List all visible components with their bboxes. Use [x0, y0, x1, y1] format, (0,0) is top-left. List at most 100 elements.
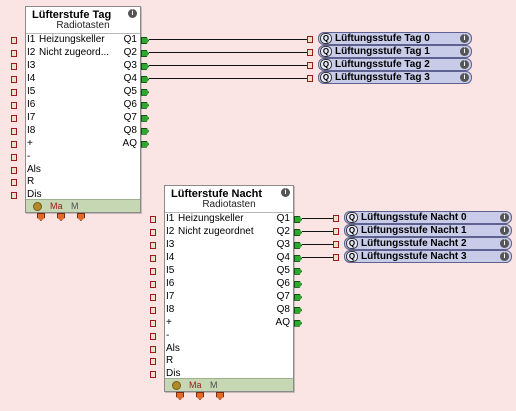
input-pin-I2[interactable] [11, 49, 17, 57]
object-input-pin[interactable] [307, 74, 313, 82]
input-pin-I4[interactable] [150, 254, 156, 262]
input-label-I6: I6 [166, 277, 175, 289]
output-label-Q4: Q4 [123, 72, 137, 84]
output-pin-Q1[interactable] [294, 216, 302, 223]
bottom-pin[interactable] [216, 392, 224, 400]
input-pin-I4[interactable] [11, 75, 17, 83]
input-pin-Als[interactable] [11, 166, 17, 174]
info-icon[interactable]: i [281, 188, 290, 197]
object-input-pin[interactable] [333, 215, 339, 222]
output-pin-Q2[interactable] [294, 228, 302, 236]
input-pin-I1[interactable] [150, 216, 156, 223]
input-label-I1: I1 [27, 34, 36, 45]
output-pin-Q6[interactable] [294, 280, 302, 288]
input-pin-I8[interactable] [150, 306, 156, 314]
output-pin-Q4[interactable] [294, 254, 302, 262]
info-icon[interactable]: i [460, 72, 469, 82]
bottom-pin[interactable] [196, 392, 204, 400]
output-pin-Q3[interactable] [294, 241, 302, 249]
info-icon[interactable]: i [500, 225, 509, 235]
output-pin-Q7[interactable] [294, 293, 302, 301]
block-subtitle: Radiotasten [56, 20, 110, 31]
input-pin--[interactable] [11, 153, 17, 161]
input-pin-I2[interactable] [150, 228, 156, 236]
input-pin-+[interactable] [11, 140, 17, 148]
bottom-pin[interactable] [57, 213, 65, 221]
output-pin-Q8[interactable] [141, 127, 149, 135]
output-pin-Q5[interactable] [141, 88, 149, 96]
info-icon[interactable]: i [460, 46, 469, 56]
info-icon[interactable]: i [460, 59, 469, 69]
object-input-pin[interactable] [333, 227, 339, 235]
object-input-pin[interactable] [307, 36, 313, 43]
input-pin-I7[interactable] [150, 293, 156, 301]
input-label-R: R [166, 355, 174, 367]
input-pin-+[interactable] [150, 319, 156, 327]
parameter-icon[interactable] [33, 202, 42, 211]
q-object-icon: Q [320, 33, 332, 44]
output-label-Q8: Q8 [276, 303, 290, 315]
info-icon[interactable]: i [500, 213, 509, 222]
output-pin-Q1[interactable] [141, 37, 149, 44]
input-pin-R[interactable] [11, 179, 17, 187]
info-icon[interactable]: i [500, 251, 509, 261]
output-label-Q1: Q1 [276, 213, 290, 224]
input-label-Dis: Dis [166, 368, 181, 380]
output-label-Q7: Q7 [123, 111, 137, 123]
q-object-icon: Q [346, 237, 358, 249]
input-pin-Dis[interactable] [11, 192, 17, 200]
input-label-I1: I1 [166, 213, 175, 224]
info-icon[interactable]: i [460, 34, 469, 43]
output-pin-AQ[interactable] [141, 140, 149, 148]
input-pin-I6[interactable] [150, 280, 156, 288]
input-pin-I3[interactable] [150, 241, 156, 249]
bottom-pin[interactable] [176, 392, 184, 400]
input-pin-I6[interactable] [11, 101, 17, 109]
parameter-icon[interactable] [172, 381, 181, 390]
input-pin-I5[interactable] [11, 88, 17, 96]
object-input-pin[interactable] [307, 48, 313, 56]
input-pin-I8[interactable] [11, 127, 17, 135]
object-input-pin[interactable] [307, 61, 313, 69]
bottom-pin[interactable] [77, 213, 85, 221]
object-input-pin[interactable] [333, 253, 339, 261]
output-pin-Q4[interactable] [141, 75, 149, 83]
output-pin-Q3[interactable] [141, 62, 149, 70]
input-pin-I7[interactable] [11, 114, 17, 122]
output-pin-Q7[interactable] [141, 114, 149, 122]
bottom-pin[interactable] [37, 213, 45, 221]
output-pin-Q2[interactable] [141, 49, 149, 57]
output-pin-Q8[interactable] [294, 306, 302, 314]
input-label-I4: I4 [166, 251, 175, 263]
connection-wire [149, 39, 308, 40]
input-pin-I1[interactable] [11, 37, 17, 44]
q-object-icon: Q [320, 58, 332, 70]
input-pin-I3[interactable] [11, 62, 17, 70]
output-pin-AQ[interactable] [294, 319, 302, 327]
info-icon[interactable]: i [128, 9, 137, 18]
input-pin-R[interactable] [150, 358, 156, 366]
input-pin--[interactable] [150, 332, 156, 340]
output-pin-Q5[interactable] [294, 267, 302, 275]
info-icon[interactable]: i [500, 238, 509, 248]
input-pin-Als[interactable] [150, 345, 156, 353]
output-pin-Q6[interactable] [141, 101, 149, 109]
input-label-I3: I3 [166, 238, 175, 250]
connection-wire [302, 243, 334, 245]
input-pin-I5[interactable] [150, 267, 156, 275]
input-label-I5: I5 [27, 85, 36, 97]
input-pin-Dis[interactable] [150, 371, 156, 379]
object-input-pin[interactable] [333, 240, 339, 248]
